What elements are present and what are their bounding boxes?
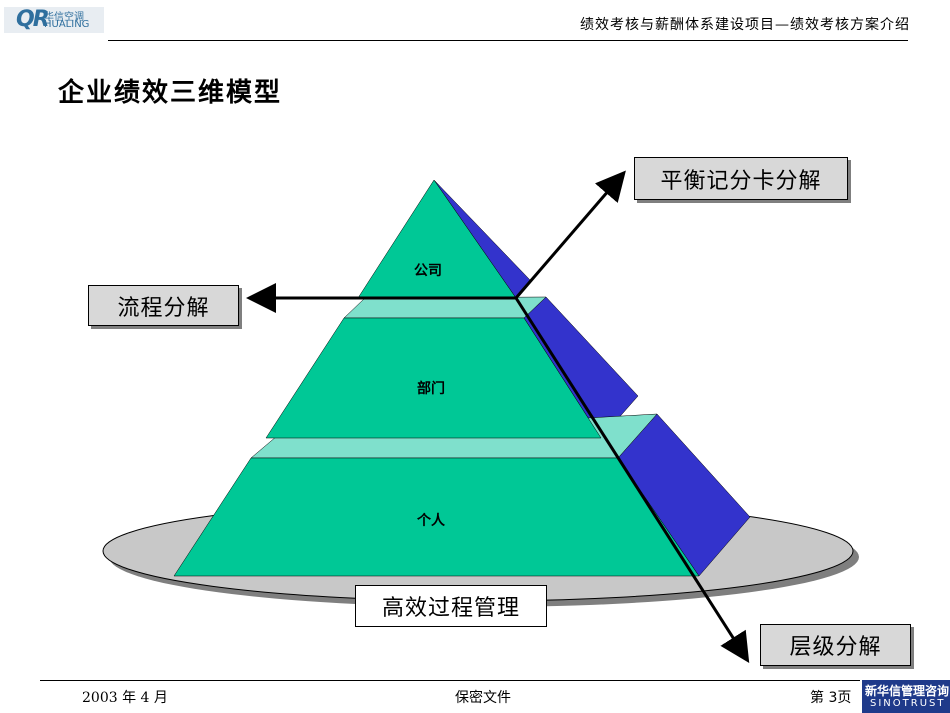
sinotrust-logo: 新华信管理咨询 SINOTRUST <box>862 680 950 713</box>
callout-balanced-scorecard: 平衡记分卡分解 <box>634 157 848 200</box>
pyramid-tier-company <box>357 179 517 299</box>
footer-confidential: 保密文件 <box>455 690 511 706</box>
callout-process-decomposition: 流程分解 <box>88 285 239 326</box>
pyramid-tier-department <box>265 317 602 439</box>
footer-date: 2003 年 4 月 <box>82 690 168 706</box>
pyramid-tier-individual <box>173 457 700 577</box>
brand-name-en: SINOTRUST <box>870 698 946 709</box>
brand-name-cn: 新华信管理咨询 <box>865 684 950 698</box>
logo-mark: QR <box>16 7 50 32</box>
callout-process-management: 高效过程管理 <box>355 585 547 627</box>
logo-text-cn: 华信空调 <box>44 12 84 23</box>
arrow-level <box>514 297 750 664</box>
header-title: 绩效考核与薪酬体系建设项目—绩效考核方案介绍 <box>580 17 910 33</box>
callout-level-decomposition: 层级分解 <box>760 624 911 666</box>
company-logo: QR 华信空调 HUALING <box>0 0 108 36</box>
footer-divider <box>40 680 860 681</box>
page-title: 企业绩效三维模型 <box>58 78 283 108</box>
footer-page-number: 第 3页 <box>810 690 852 706</box>
tier-label-individual: 个人 <box>417 513 445 529</box>
arrow-balanced-scorecard <box>514 170 626 299</box>
header-divider <box>108 40 908 41</box>
logo-text-en: HUALING <box>44 19 90 30</box>
tier-label-company: 公司 <box>414 263 442 279</box>
tier-label-department: 部门 <box>417 381 445 397</box>
